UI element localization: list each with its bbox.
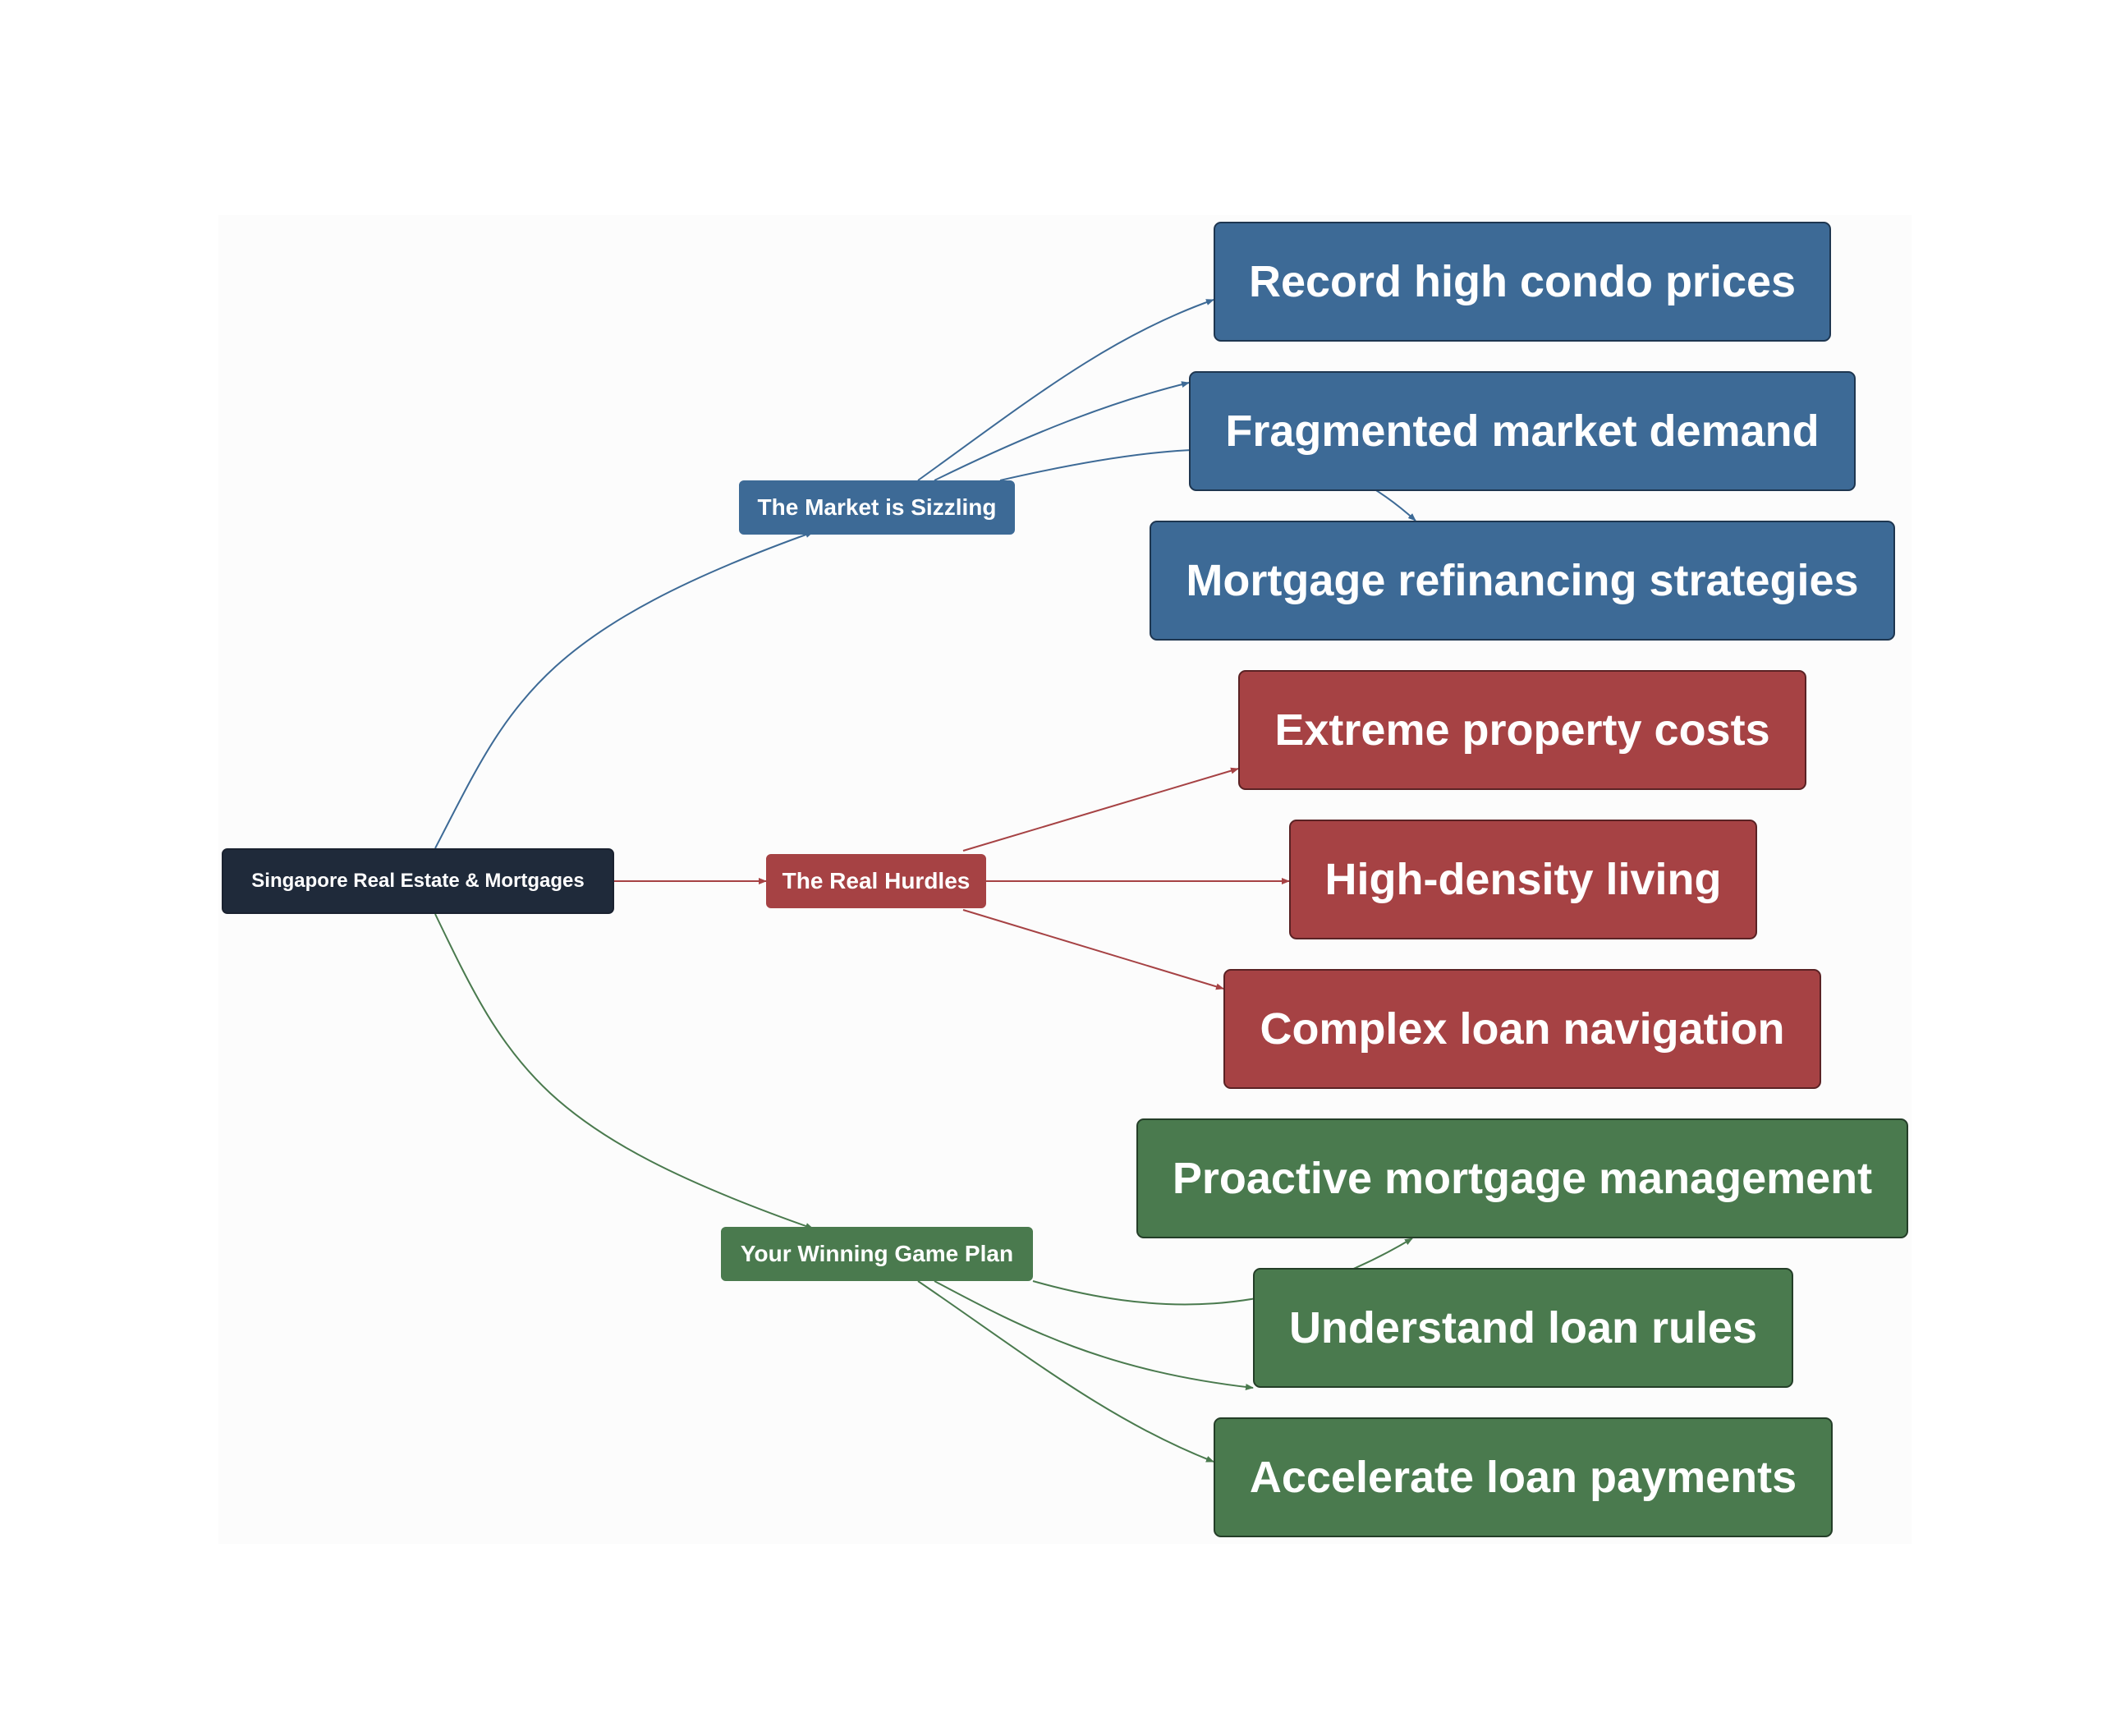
edge-root-to-gameplan xyxy=(434,913,814,1229)
leaf-proactive-mortgage-management[interactable]: Proactive mortgage management xyxy=(1136,1118,1908,1238)
category-node-market-label: The Market is Sizzling xyxy=(757,494,997,520)
leaf-understand-loan-rules-label: Understand loan rules xyxy=(1288,1303,1758,1353)
leaf-fragmented-market-demand-label: Fragmented market demand xyxy=(1225,406,1820,456)
edge-hurdles-to-extreme-costs xyxy=(962,767,1239,852)
leaf-proactive-mortgage-management-label: Proactive mortgage management xyxy=(1172,1154,1873,1203)
leaf-complex-loan-navigation[interactable]: Complex loan navigation xyxy=(1223,969,1821,1089)
edge-market-to-fragmented xyxy=(934,381,1190,481)
leaf-accelerate-loan-payments[interactable]: Accelerate loan payments xyxy=(1214,1417,1833,1537)
category-node-gameplan-label: Your Winning Game Plan xyxy=(740,1241,1014,1266)
leaf-understand-loan-rules[interactable]: Understand loan rules xyxy=(1253,1268,1793,1388)
leaf-high-density-living-label: High-density living xyxy=(1324,855,1722,904)
leaf-extreme-property-costs-label: Extreme property costs xyxy=(1274,705,1770,755)
leaf-accelerate-loan-payments-label: Accelerate loan payments xyxy=(1249,1453,1797,1502)
root-node-label: Singapore Real Estate & Mortgages xyxy=(251,870,585,892)
edge-gameplan-to-understand xyxy=(934,1280,1254,1390)
leaf-record-high-condo-prices-label: Record high condo prices xyxy=(1248,257,1797,306)
edge-market-to-record-high xyxy=(917,299,1214,481)
edge-gameplan-to-proactive xyxy=(1032,1238,1413,1306)
category-node-market[interactable]: The Market is Sizzling xyxy=(739,480,1015,535)
leaf-mortgage-refinancing-strategies[interactable]: Mortgage refinancing strategies xyxy=(1150,521,1895,641)
leaf-fragmented-market-demand[interactable]: Fragmented market demand xyxy=(1189,371,1856,491)
leaf-extreme-property-costs[interactable]: Extreme property costs xyxy=(1238,670,1806,790)
category-node-gameplan[interactable]: Your Winning Game Plan xyxy=(721,1227,1033,1281)
leaf-complex-loan-navigation-label: Complex loan navigation xyxy=(1260,1004,1785,1054)
leaf-record-high-condo-prices[interactable]: Record high condo prices xyxy=(1214,222,1831,342)
leaf-mortgage-refinancing-strategies-label: Mortgage refinancing strategies xyxy=(1186,556,1859,605)
category-node-hurdles[interactable]: The Real Hurdles xyxy=(766,854,986,908)
root-node[interactable]: Singapore Real Estate & Mortgages xyxy=(222,848,614,914)
edge-root-to-market xyxy=(434,531,814,849)
edge-hurdles-to-complex-loan xyxy=(962,909,1224,990)
edge-gameplan-to-accelerate xyxy=(917,1280,1214,1463)
leaf-high-density-living[interactable]: High-density living xyxy=(1289,820,1757,939)
category-node-hurdles-label: The Real Hurdles xyxy=(782,868,971,893)
